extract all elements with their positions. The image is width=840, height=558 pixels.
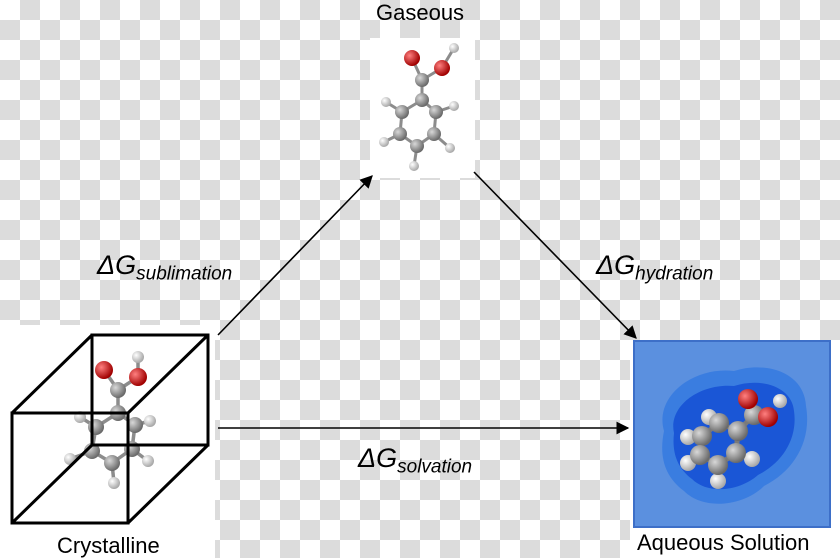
gaseous-molecule-image — [379, 43, 459, 171]
crystalline-cube-image — [10, 333, 210, 525]
sublimation-energy-label: ΔGsublimation — [97, 252, 232, 284]
solvation-symbol: ΔG — [358, 443, 398, 473]
sublimation-subscript: sublimation — [136, 263, 233, 285]
sublimation-symbol: ΔG — [97, 250, 137, 280]
hydration-symbol: ΔG — [596, 250, 636, 280]
aqueous-solution-label: Aqueous Solution — [637, 530, 810, 555]
aqueous-solution-image — [633, 340, 831, 528]
gaseous-label: Gaseous — [376, 0, 465, 25]
hydration-energy-label: ΔGhydration — [596, 252, 713, 284]
solvation-energy-label: ΔGsolvation — [358, 445, 472, 477]
hydration-arrow — [473, 171, 637, 339]
crystalline-label: Crystalline — [57, 533, 160, 558]
hydration-subscript: hydration — [635, 263, 714, 285]
sublimation-arrow — [217, 175, 373, 336]
solvation-subscript: solvation — [397, 456, 473, 478]
